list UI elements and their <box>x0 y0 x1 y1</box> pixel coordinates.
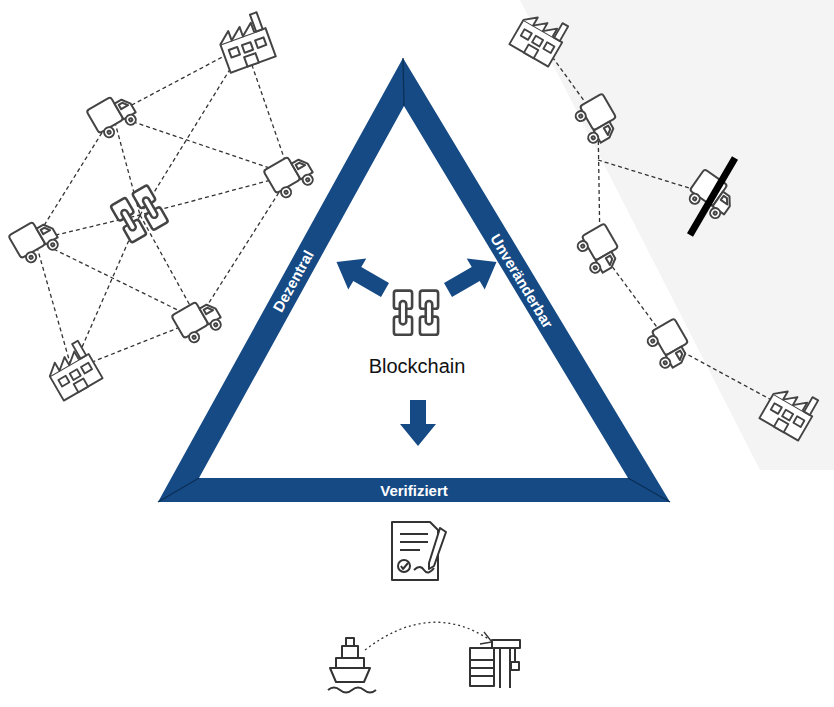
band-label: Verifiziert <box>380 482 448 499</box>
center-label: Blockchain <box>369 355 466 378</box>
band-label: Unveränderbar <box>487 231 557 331</box>
